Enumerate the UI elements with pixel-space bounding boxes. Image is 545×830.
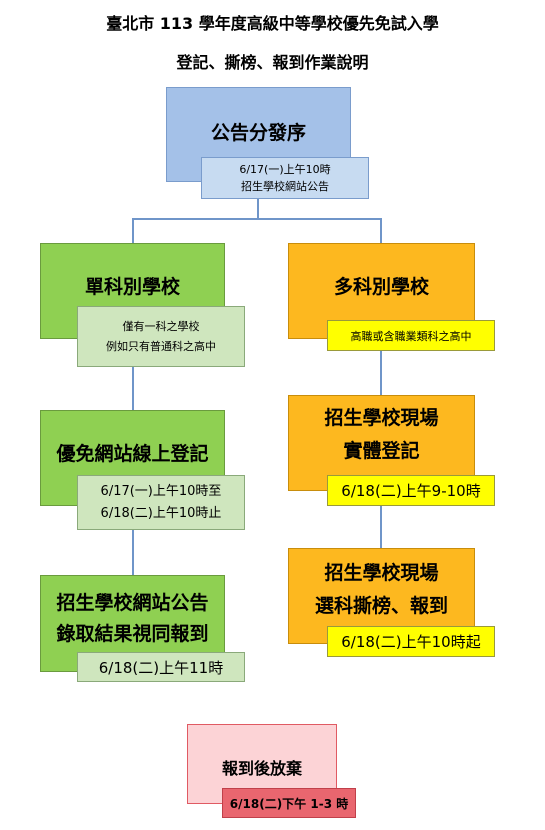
abandon-detail: 6/18(二)下午 1-3 時 [222,788,356,818]
result-announce-detail-text: 6/18(二)上午11時 [98,658,224,677]
connector-right-3 [380,506,382,548]
onsite-report-detail-text: 6/18(二)上午10時起 [341,633,481,651]
online-register-detail-line1: 6/17(一)上午10時至 [100,483,222,499]
result-announce-detail: 6/18(二)上午11時 [77,652,245,682]
onsite-register-detail-text: 6/18(二)上午9-10時 [341,482,481,500]
single-subject-school-title: 單科別學校 [84,276,180,298]
connector-left-2 [132,367,134,410]
result-announce-title-line2: 錄取結果視同報到 [56,623,209,645]
onsite-register-title-line2: 實體登記 [343,440,420,462]
online-register-detail-line2: 6/18(二)上午10時止 [100,505,222,521]
page-title: 臺北市 113 學年度高級中等學校優先免試入學 [106,14,439,33]
abandon-detail-text: 6/18(二)下午 1-3 時 [229,796,349,811]
connector-right-2 [380,351,382,395]
onsite-report-title-line1: 招生學校現場 [324,562,439,584]
single-subject-school-detail: 僅有一科之學校 例如只有普通科之高中 [77,306,245,367]
page-subtitle: 登記、撕榜、報到作業說明 [176,53,369,72]
result-announce-title-line1: 招生學校網站公告 [56,592,209,614]
multi-subject-school-title: 多科別學校 [333,276,429,298]
onsite-report-title-line2: 選科撕榜、報到 [314,595,448,617]
onsite-register-title-line1: 招生學校現場 [324,407,439,429]
abandon-title: 報到後放棄 [221,759,302,778]
announce-detail-line2: 招生學校網站公告 [241,180,329,193]
connector-left-1 [132,218,134,243]
online-register-detail: 6/17(一)上午10時至 6/18(二)上午10時止 [77,475,245,530]
online-register-title: 優免網站線上登記 [56,443,209,465]
connector-right-1 [380,218,382,243]
single-subject-detail-line2: 例如只有普通科之高中 [106,339,216,353]
multi-subject-detail-text: 高職或含職業類科之高中 [350,329,472,343]
connector-left-3 [132,530,134,575]
onsite-report-detail: 6/18(二)上午10時起 [327,626,495,657]
abandon-box: 報到後放棄 [187,724,337,804]
single-subject-detail-line1: 僅有一科之學校 [122,319,200,333]
announce-title: 公告分發序 [210,122,306,144]
connector-top [257,198,259,218]
multi-subject-school-detail: 高職或含職業類科之高中 [327,320,495,351]
connector-split [132,218,382,220]
announce-detail: 6/17(一)上午10時 招生學校網站公告 [201,157,369,199]
onsite-register-detail: 6/18(二)上午9-10時 [327,475,495,506]
announce-detail-line1: 6/17(一)上午10時 [239,163,331,176]
